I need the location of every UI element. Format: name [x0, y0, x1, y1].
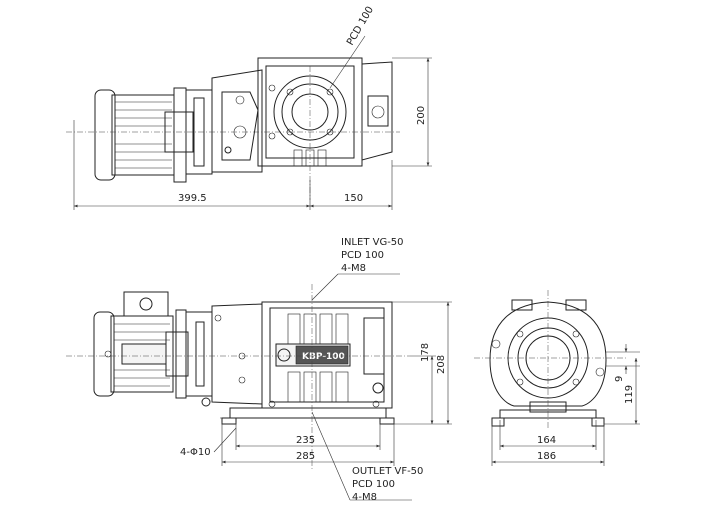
top-pcd-label: PCD 100	[345, 5, 376, 48]
front-blower-body: KBP-100	[261, 301, 393, 409]
top-blower-body	[257, 57, 393, 167]
front-dim-inner-value: 235	[296, 435, 315, 446]
top-dim-length: 399.5 150	[73, 120, 393, 210]
model-plate: KBP-100	[302, 352, 345, 362]
outlet-label: OUTLET VF-50	[352, 466, 423, 477]
side-dim-offset-value: 9	[614, 376, 625, 382]
front-motor	[93, 291, 189, 399]
top-dim-left-value: 399.5	[178, 193, 207, 204]
inlet-bolts: 4-M8	[341, 263, 366, 274]
side-dim-inner-value: 164	[537, 435, 556, 446]
side-view: 164 186 9 119	[474, 290, 640, 466]
front-coupling	[185, 303, 263, 407]
front-base	[220, 407, 395, 425]
top-coupling	[185, 69, 263, 175]
front-dim-center-value: 178	[420, 343, 431, 362]
top-pcd-leader: PCD 100	[329, 5, 376, 89]
top-dim-height-value: 200	[416, 106, 427, 125]
top-dim-right-value: 150	[344, 193, 363, 204]
top-motor	[94, 87, 194, 183]
mount-holes-label: 4-Φ10	[180, 447, 211, 458]
front-dim-width: 235 285	[221, 422, 395, 466]
front-dim-total-value: 208	[436, 355, 447, 374]
inlet-callout: INLET VG-50 PCD 100 4-M8	[311, 237, 404, 301]
inlet-pcd: PCD 100	[341, 250, 384, 261]
outlet-callout: OUTLET VF-50 PCD 100 4-M8	[311, 411, 423, 503]
front-dim-height: 208 178	[392, 301, 452, 425]
side-dim-shaft-value: 119	[624, 385, 635, 404]
outlet-pcd: PCD 100	[352, 479, 395, 490]
front-dim-outer-value: 285	[296, 451, 315, 462]
top-dim-height: 200	[392, 57, 432, 167]
side-dim-outer-value: 186	[537, 451, 556, 462]
front-view: KBP-100 INLET VG-50 PCD 100 4-M8	[66, 237, 452, 503]
top-view: PCD 100 200 399.5 150	[66, 5, 432, 210]
outlet-bolts: 4-M8	[352, 492, 377, 503]
inlet-label: INLET VG-50	[341, 237, 404, 248]
mount-holes-callout: 4-Φ10	[180, 427, 237, 458]
side-dim-width: 164 186	[491, 420, 605, 466]
side-dim-height: 9 119	[604, 344, 640, 425]
